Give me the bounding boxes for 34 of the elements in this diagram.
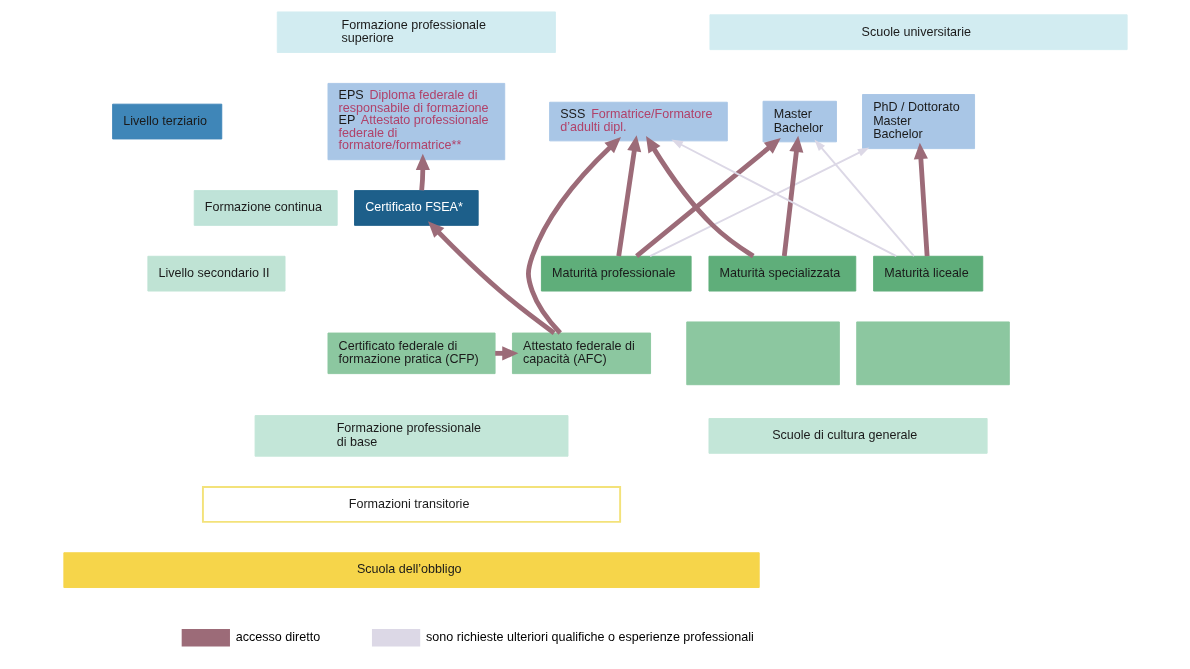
node-box: Formazione continua xyxy=(193,190,338,226)
node-box: Scuole universitarie xyxy=(708,14,1128,51)
node-box: Maturità liceale xyxy=(872,255,983,292)
arrow xyxy=(615,135,641,257)
arrow xyxy=(813,139,915,257)
node-box: Scuole di cultura generale xyxy=(708,418,988,454)
node-box: Master Bachelor xyxy=(762,100,837,143)
node-box: PhD / Dottorato Master Bachelor xyxy=(861,94,975,150)
arrow xyxy=(525,137,621,335)
arrow xyxy=(648,147,869,258)
arrow xyxy=(913,142,930,257)
legend-label: accesso diretto xyxy=(235,630,320,645)
node-box: EPS Diploma federale di responsabile di formazione EP Attestato professionale federale di formatore/formatrice** xyxy=(327,82,505,161)
arrow xyxy=(781,135,803,257)
node-box: Attestato federale di capacità (AFC) xyxy=(511,332,651,375)
node-box: Formazione professionale di base xyxy=(254,415,568,457)
arrow xyxy=(427,221,556,335)
node-box: Scuola dell’obbligo xyxy=(62,552,760,588)
node-box: SSS Formatrice/Formatore d’adulti dipl. xyxy=(548,101,728,142)
node-box: Livello terziario xyxy=(111,103,222,140)
node-box: Certificato FSEA* xyxy=(353,190,479,226)
node-box xyxy=(855,321,1010,386)
node-box: Formazioni transitorie xyxy=(201,486,621,523)
node-box: Livello secondario II xyxy=(146,255,285,292)
arrow xyxy=(634,138,781,258)
node-box: Maturità specializzata xyxy=(708,255,856,292)
arrow xyxy=(415,153,430,191)
node-box xyxy=(685,321,840,386)
node-box: Maturità professionale xyxy=(540,255,692,292)
node-box: Certificato federale di formazione pratica (CFP) xyxy=(327,332,496,375)
arrow xyxy=(645,135,755,259)
legend-label: sono richieste ulteriori qualifiche o esperienze professionali xyxy=(425,630,754,645)
node-box: Formazione professionale superiore xyxy=(276,11,556,53)
arrow xyxy=(670,139,897,258)
